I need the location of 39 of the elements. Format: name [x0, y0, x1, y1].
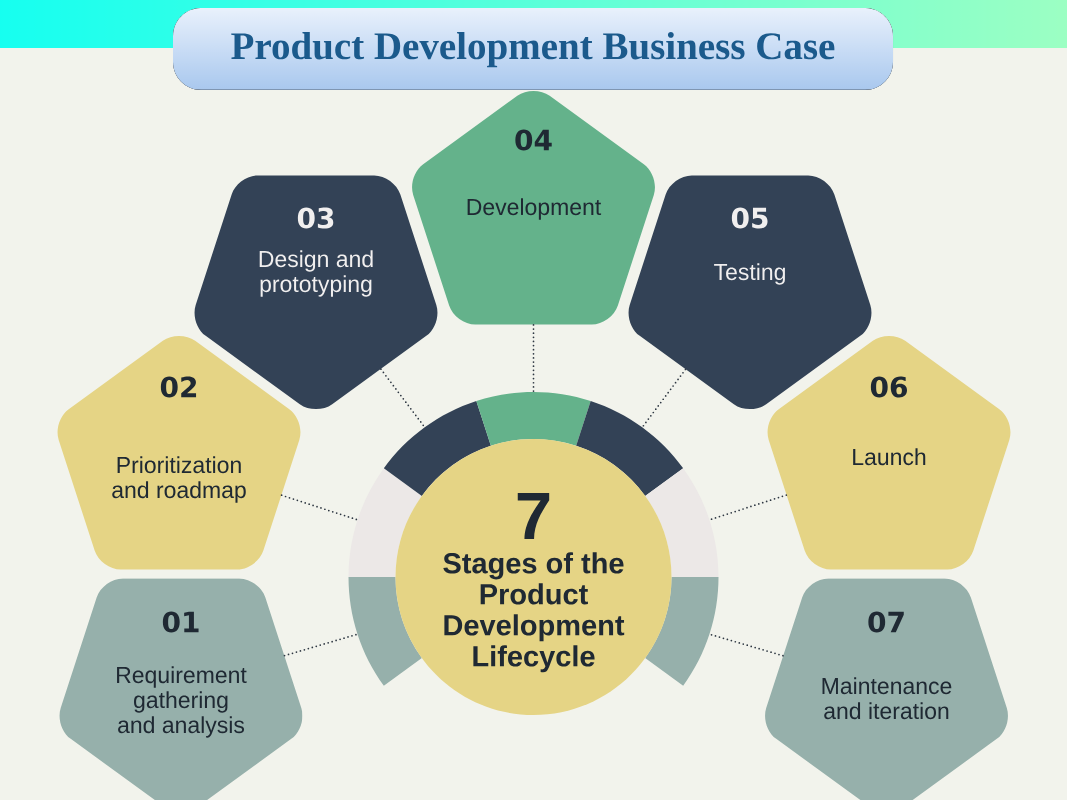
stage-number: 02	[160, 376, 197, 398]
ring-segment	[576, 401, 684, 496]
stage-number: 03	[297, 207, 334, 229]
ring-segment	[476, 392, 591, 446]
ring-segment	[645, 577, 719, 686]
stage-label: Launch	[853, 448, 926, 466]
ring-segment	[348, 577, 422, 686]
stage-pentagon	[767, 335, 1011, 570]
stage-number: 04	[515, 129, 552, 151]
stage-pentagon	[628, 175, 872, 410]
stage-number: 01	[162, 611, 199, 633]
leader-line	[280, 494, 359, 521]
stage-label: Maintenance and iteration	[822, 677, 952, 720]
stage-label: Development	[467, 198, 602, 220]
stage-pentagon	[765, 578, 1008, 800]
stage-pentagon	[412, 90, 655, 325]
ring-segment	[348, 468, 422, 577]
stage-label: Design and prototyping	[259, 250, 373, 297]
leader-line	[708, 494, 788, 521]
leader-line	[532, 324, 535, 393]
stage-number: 05	[731, 207, 768, 229]
stage-number: 06	[870, 376, 907, 398]
stage-label: Prioritization and roadmap	[112, 456, 246, 503]
leader-line	[380, 368, 426, 428]
leader-line	[708, 633, 784, 657]
ring-segment	[645, 468, 719, 577]
stage-number: 07	[868, 611, 904, 633]
stage-count: 7	[517, 492, 550, 540]
stage-pentagon	[57, 335, 301, 570]
leader-line	[283, 633, 359, 657]
stage-label: Requirement gathering and analysis	[117, 666, 247, 738]
title: Product Development Business Case	[231, 31, 835, 68]
center-title: Stages of the Product Development Lifecycle	[443, 552, 625, 673]
leader-line	[641, 368, 687, 428]
ring-segment	[383, 401, 491, 496]
center-circle	[395, 439, 672, 715]
stage-pentagon	[194, 175, 438, 410]
stage-pentagon	[59, 578, 303, 800]
stage-label: Testing	[714, 263, 785, 285]
